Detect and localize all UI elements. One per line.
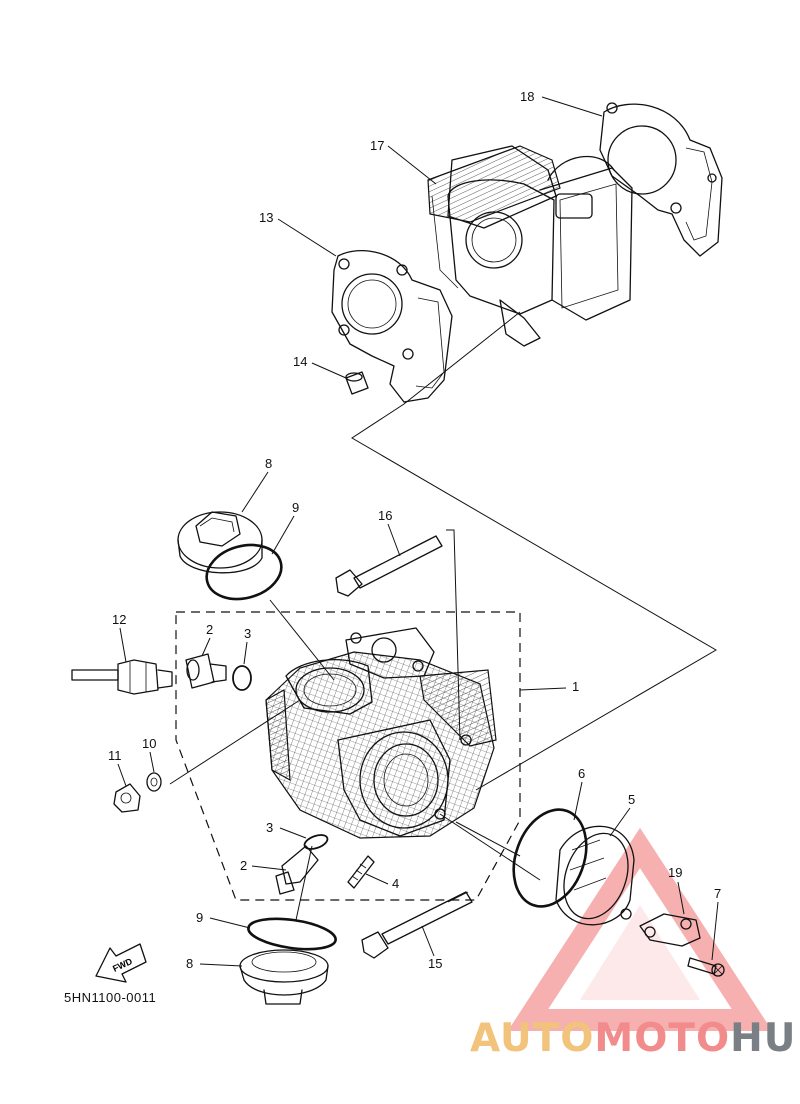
head-gasket	[331, 249, 453, 403]
bracket	[639, 913, 701, 947]
guide-line-a	[169, 529, 461, 785]
cap-guide-line	[269, 599, 335, 681]
washer	[146, 772, 162, 792]
watermark-logo	[507, 827, 773, 1031]
bolt-lower	[361, 891, 473, 959]
callout-17: 17	[370, 138, 384, 153]
callouts: 18 17 13 14 8 9 16 12 2 3 1 11 10 6 5 3	[108, 89, 721, 971]
bolt-upper	[335, 535, 443, 597]
cap-nut	[113, 783, 141, 813]
reference-line	[351, 311, 717, 791]
callout-9-upper: 9	[292, 500, 299, 515]
callout-2-upper: 2	[206, 622, 213, 637]
callout-8-lower: 8	[186, 956, 193, 971]
watermark-part-auto: AUTO	[470, 1016, 595, 1061]
o-ring-upper	[205, 543, 283, 601]
lower-cap-guide	[295, 845, 313, 921]
callout-14: 14	[293, 354, 307, 369]
callout-6: 6	[578, 766, 585, 781]
callout-3-lower: 3	[266, 820, 273, 835]
callout-12: 12	[112, 612, 126, 627]
cylinder	[427, 145, 633, 347]
callout-9-lower: 9	[196, 910, 203, 925]
o-ring-small-upper	[232, 665, 252, 691]
callout-7: 7	[714, 886, 721, 901]
callout-8-upper: 8	[265, 456, 272, 471]
cylinder-base-gasket	[599, 102, 723, 257]
callout-13: 13	[259, 210, 273, 225]
callout-18: 18	[520, 89, 534, 104]
watermark-part-hub: HUB	[730, 1016, 800, 1061]
callout-11: 11	[108, 748, 122, 763]
o-ring-small-lower	[303, 834, 329, 850]
spark-plug	[71, 659, 173, 695]
side-cover	[512, 808, 635, 926]
fwd-label: FWD	[111, 956, 134, 974]
valve-cap-lower	[275, 845, 319, 895]
fwd-arrow: FWD	[95, 943, 147, 983]
callout-19: 19	[668, 865, 682, 880]
cylinder-head	[265, 627, 497, 839]
diagram-code: 5HN1100-0011	[64, 990, 157, 1005]
oil-filler-cap-upper	[177, 511, 263, 574]
callout-10: 10	[142, 736, 156, 751]
callout-1: 1	[572, 679, 579, 694]
callout-2-lower: 2	[240, 858, 247, 873]
watermark-part-moto: MOTO	[594, 1016, 731, 1061]
callout-3-upper: 3	[244, 626, 251, 641]
callout-4: 4	[392, 876, 399, 891]
valve-cap-upper	[185, 653, 227, 689]
oil-filler-cap-lower	[239, 949, 329, 1005]
callout-5: 5	[628, 792, 635, 807]
assembly-boundary	[175, 611, 521, 901]
stud-bolt	[347, 855, 375, 889]
callout-16: 16	[378, 508, 392, 523]
screw	[687, 957, 725, 977]
dowel-pin	[345, 371, 369, 395]
o-ring-lower	[247, 917, 337, 951]
watermark-text: AUTOMOTOHUB	[470, 1016, 800, 1061]
guide-line-b	[439, 813, 541, 881]
callout-15: 15	[428, 956, 442, 971]
